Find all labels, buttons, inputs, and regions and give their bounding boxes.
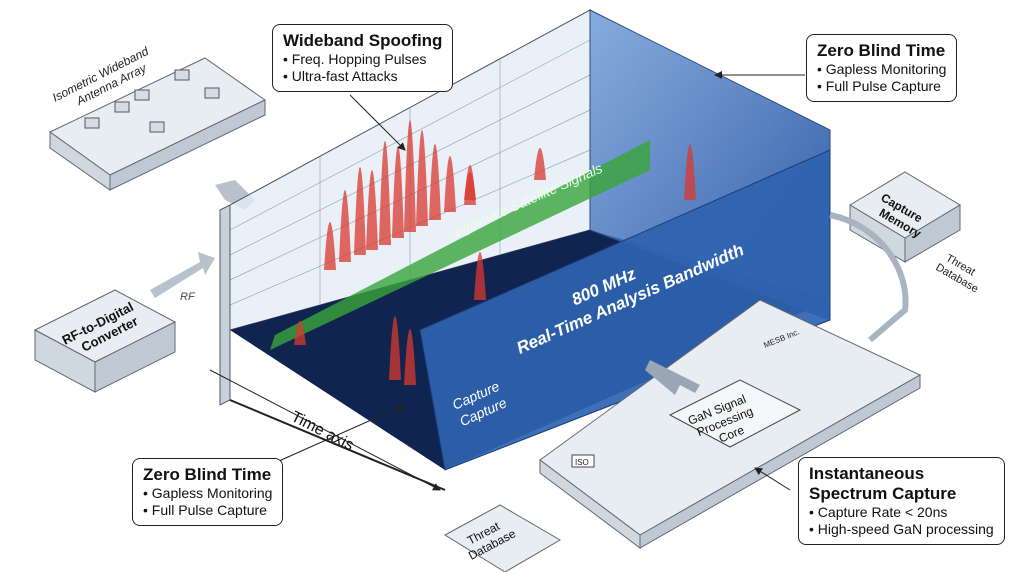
spoof-pulse (294, 321, 306, 345)
callout-title-2: Spectrum Capture (809, 484, 957, 503)
spoof-pulse (429, 144, 441, 220)
spoof-pulse (464, 172, 476, 200)
callout-title: Zero Blind Time (143, 465, 272, 484)
callout-title: Instantaneous (809, 464, 925, 483)
rf-converter-box (33, 289, 177, 393)
spoof-pulse (534, 148, 546, 180)
iso-label: ISO (575, 458, 589, 467)
spoof-pulse (354, 167, 366, 255)
callout-instantaneous-capture: Instantaneous Spectrum Capture • Capture… (798, 457, 1005, 545)
callout-bullet: • Gapless Monitoring (143, 485, 273, 501)
spoof-pulse (324, 222, 336, 270)
spoof-pulse (392, 146, 404, 238)
threat-database-box (444, 504, 561, 572)
spoof-pulse (684, 144, 696, 200)
legit-signal-band (270, 140, 650, 350)
callout-bullet: • Freq. Hopping Pulses (283, 51, 427, 67)
spoof-pulse (389, 316, 401, 380)
antenna-array-board (49, 57, 266, 191)
spoof-pulse (444, 156, 456, 212)
rf-label: RF (180, 291, 196, 303)
gan-core-chip (668, 379, 802, 448)
spoof-pulse (404, 120, 416, 232)
callout-bullet: • Gapless Monitoring (817, 61, 947, 77)
box-to-core-arrow (645, 360, 700, 395)
callout-title: Wideband Spoofing (283, 31, 443, 50)
spoof-pulse (474, 252, 486, 300)
callout-zero-blind-time-top: Zero Blind Time • Gapless Monitoring • F… (806, 34, 958, 102)
callout-bullet: • Capture Rate < 20ns (809, 504, 948, 520)
spoof-pulse (366, 170, 378, 250)
spoof-pulse (404, 329, 416, 385)
processing-board (539, 299, 922, 549)
rf-arrow (150, 252, 215, 298)
spoof-pulse (339, 190, 351, 262)
spoof-pulse (379, 141, 391, 245)
memory-feedback-arrow (829, 212, 909, 343)
callout-wideband-spoofing: Wideband Spoofing • Freq. Hopping Pulses… (272, 24, 454, 92)
callout-bullet: • Full Pulse Capture (143, 502, 267, 518)
callout-leaders (269, 71, 805, 491)
callout-bullet: • Full Pulse Capture (817, 78, 941, 94)
spoof-pulses (294, 120, 696, 385)
callout-title: Zero Blind Time (817, 41, 946, 60)
spoof-pulse (416, 130, 428, 226)
time-axis-arrow (209, 369, 441, 491)
callout-zero-blind-time-bottom: Zero Blind Time • Gapless Monitoring • F… (132, 458, 284, 526)
callout-bullet: • Ultra-fast Attacks (283, 68, 398, 84)
callout-bullet: • High-speed GaN processing (809, 521, 994, 537)
